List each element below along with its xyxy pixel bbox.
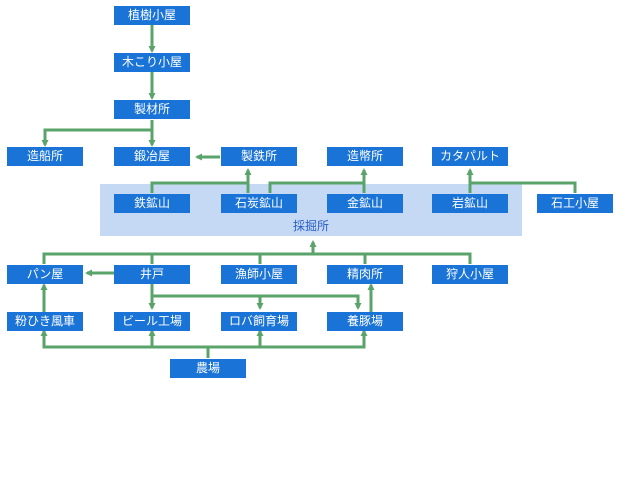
node-seitetsu[interactable]: 製鉄所 — [221, 147, 297, 166]
node-zouhei[interactable]: 造幣所 — [327, 147, 403, 166]
node-seiniku[interactable]: 精肉所 — [327, 265, 403, 284]
node-youton[interactable]: 養豚場 — [327, 312, 403, 331]
node-beer[interactable]: ビール工場 — [114, 312, 190, 331]
mining-group-label: 採掘所 — [292, 219, 329, 233]
node-sekitan[interactable]: 石炭鉱山 — [221, 194, 297, 213]
node-shokuju[interactable]: 植樹小屋 — [114, 6, 190, 25]
edge-food-bus — [42, 252, 472, 264]
edge-noujou-bus — [40, 329, 210, 358]
node-kariudo[interactable]: 狩人小屋 — [432, 265, 508, 284]
node-ido[interactable]: 井戸 — [114, 265, 190, 284]
edge-tekkou-seitetsu — [150, 168, 252, 193]
node-ryoushi[interactable]: 漁師小屋 — [221, 265, 297, 284]
edge-seizai-zousen — [41, 120, 154, 147]
node-roba[interactable]: ロバ飼育場 — [221, 312, 297, 331]
edge-sekkou-catapult — [470, 181, 577, 193]
edge-sekitan-zouhei — [268, 168, 368, 193]
node-ganko[interactable]: 岩鉱山 — [432, 194, 508, 213]
node-seizai[interactable]: 製材所 — [114, 100, 190, 119]
node-kinkouzan[interactable]: 金鉱山 — [327, 194, 403, 213]
edge-noujou-roba — [208, 329, 264, 349]
node-tanya[interactable]: 鍛冶屋 — [114, 147, 190, 166]
node-tekkouzan[interactable]: 鉄鉱山 — [114, 194, 190, 213]
node-catapult[interactable]: カタパルト — [432, 147, 508, 166]
node-zousen[interactable]: 造船所 — [7, 147, 83, 166]
edge-ido-roba — [152, 294, 264, 310]
node-kikori[interactable]: 木こり小屋 — [114, 53, 190, 72]
node-funhiki[interactable]: 粉ひき風車 — [7, 312, 83, 331]
edge-noujou-youton — [260, 329, 368, 349]
edge-ido-youton — [152, 294, 362, 310]
node-panya[interactable]: パン屋 — [7, 265, 83, 284]
node-sekkou[interactable]: 石工小屋 — [537, 194, 613, 213]
node-noujou[interactable]: 農場 — [170, 359, 246, 378]
